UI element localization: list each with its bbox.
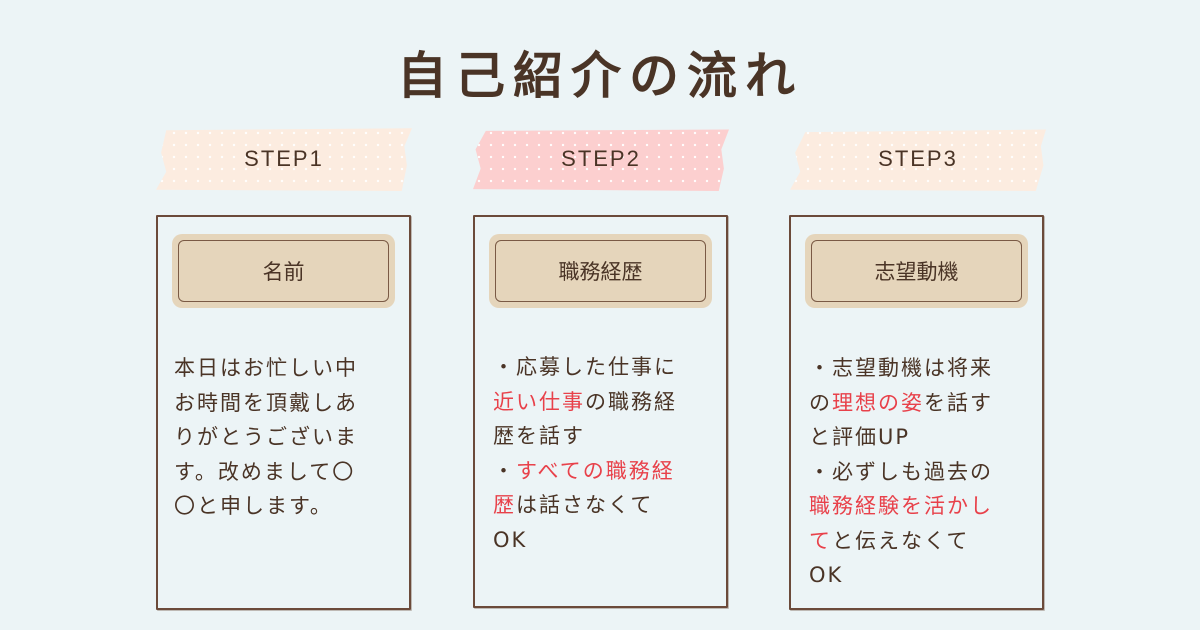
body-line: 歴を話す [493,419,718,454]
step-1-tape: STEP1 [156,128,412,191]
body-line: と評価UP [809,420,1034,455]
body-text-segment: 〇と申します。 [174,494,333,518]
body-line: ・必ずしも過去の [809,455,1034,490]
step-3-body: ・志望動機は将来の理想の姿を話すと評価UP・必ずしも過去の職務経験を活かしてと伝… [809,351,1034,593]
step-1-heading: 名前 [178,240,389,302]
body-text-segment: ・必ずしも過去の [809,459,993,484]
page-title: 自己紹介の流れ [397,47,803,105]
body-text-segment: は話さなくて [516,493,654,517]
step-3-card: 志望動機 ・志望動機は将来の理想の姿を話すと評価UP・必ずしも過去の職務経験を活… [789,215,1044,610]
step-3-label: STEP3 [878,146,958,171]
highlighted-text: 歴 [493,493,516,517]
highlighted-text: て [809,528,832,553]
step-2-tape: STEP2 [473,129,729,191]
step-1-body: 本日はお忙しい中お時間を頂戴しありがとうございます。改めまして〇〇と申します。 [174,351,401,524]
step-3-heading: 志望動機 [811,240,1022,302]
body-line: 本日はお忙しい中 [174,351,401,386]
step-1-label: STEP1 [244,146,324,171]
body-line: の理想の姿を話す [809,386,1034,421]
body-line: りがとうございま [174,420,401,455]
body-text-segment: OK [809,563,844,587]
step-2-card: 職務経歴 ・応募した仕事に近い仕事の職務経歴を話す・すべての職務経歴は話さなくて… [473,215,728,608]
step-2-heading-box: 職務経歴 [489,234,712,308]
step-2-heading: 職務経歴 [495,240,706,302]
body-text-segment: す。改めまして〇 [174,459,356,484]
body-text-segment: と伝えなくて [832,528,970,553]
step-2-label: STEP2 [561,146,641,171]
body-line: ・志望動機は将来 [809,351,1034,386]
body-line: 〇と申します。 [174,489,401,524]
body-line: てと伝えなくて [809,524,1034,559]
body-text-segment: お時間を頂戴しあ [174,390,358,415]
step-1-heading-box: 名前 [172,234,395,308]
body-text-segment: りがとうございま [174,425,358,449]
body-text-segment: と評価UP [809,425,911,449]
body-text-segment: ・ [493,458,516,483]
body-text-segment: OK [493,527,528,552]
body-line: ・応募した仕事に [493,350,718,385]
body-text-segment: を話す [924,390,993,415]
highlighted-text: 近い仕事 [493,389,585,414]
body-line: 歴は話さなくて [493,488,718,523]
step-3-tape: STEP3 [790,129,1046,191]
step-3-heading-box: 志望動機 [805,234,1028,308]
body-text-segment: 歴を話す [493,424,585,448]
body-line: ・すべての職務経 [493,454,718,489]
body-line: す。改めまして〇 [174,455,401,490]
step-1-card: 名前 本日はお忙しい中お時間を頂戴しありがとうございます。改めまして〇〇と申しま… [156,215,411,610]
highlighted-text: すべての職務経 [516,458,675,483]
body-text-segment: ・応募した仕事に [493,355,677,379]
body-line: お時間を頂戴しあ [174,386,401,421]
highlighted-text: 職務経験を活かし [809,494,993,518]
highlighted-text: 理想の姿 [832,390,924,415]
body-line: 職務経験を活かし [809,489,1034,524]
body-line: OK [809,558,1034,593]
body-text-segment: ・志望動機は将来 [809,356,993,380]
body-line: 近い仕事の職務経 [493,385,718,420]
body-text-segment: 本日はお忙しい中 [174,356,358,380]
body-text-segment: の職務経 [585,389,677,414]
body-text-segment: の [809,390,832,415]
body-line: OK [493,523,718,558]
